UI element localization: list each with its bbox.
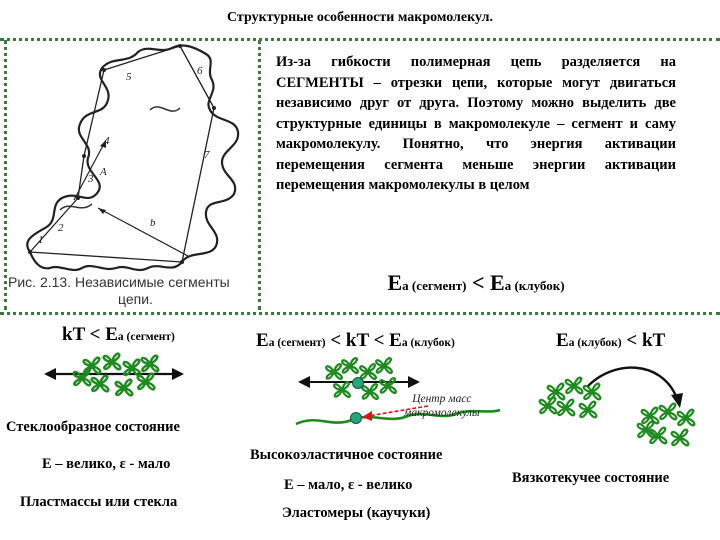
coil-loop — [379, 377, 397, 394]
coil-loop — [578, 400, 598, 419]
glassy-properties: Е – велико, ε - мало — [42, 456, 171, 472]
figure-caption: Рис. 2.13. Независимые сегменты цепи. — [8, 274, 238, 308]
elastic-state-name: Высокоэластичное состояние — [250, 447, 443, 463]
figure-divider — [258, 40, 261, 310]
page-title: Структурные особенности макромолекул. — [227, 10, 493, 25]
coil-loop — [114, 378, 134, 397]
coil-loop — [640, 406, 660, 425]
label-5: 5 — [126, 71, 132, 83]
center-of-mass-annotation: Центр масс макромолекулы — [404, 393, 480, 419]
center-of-mass-bottom — [350, 412, 362, 424]
label-b: b — [150, 217, 156, 229]
coil-loop — [564, 376, 584, 395]
glassy-state-name: Стеклообразное состояние — [6, 419, 180, 435]
coil-loop — [556, 398, 576, 417]
label-4: 4 — [104, 135, 110, 147]
label-2: 2 — [58, 222, 64, 234]
middle-divider — [0, 312, 720, 315]
label-7: 7 — [204, 149, 210, 161]
coil-loop — [636, 420, 656, 439]
coil-loop — [658, 402, 678, 421]
caption-line-1: Рис. 2.13. Независимые сегменты — [8, 274, 230, 290]
left-border — [4, 40, 7, 310]
chain-outline — [26, 44, 240, 272]
coil-viscous-1 — [538, 376, 602, 419]
coil-loop — [325, 363, 343, 380]
top-divider — [0, 38, 720, 41]
coil-loop — [676, 408, 696, 427]
coil-loop — [122, 358, 142, 377]
coil-loop — [648, 426, 668, 445]
elastic-condition: Еа (сегмент) < kT < Еа (клубок) — [256, 330, 455, 351]
coil-loop — [140, 354, 160, 373]
glassy-materials: Пластмассы или стекла — [20, 494, 178, 510]
elastic-properties: Е – мало, ε - велико — [284, 477, 413, 493]
coil-viscous-2 — [636, 402, 696, 447]
explanation-paragraph: Из-за гибкости полимерная цепь разделяет… — [276, 54, 676, 193]
coil-loop — [361, 383, 379, 400]
elastic-materials: Эластомеры (каучуки) — [282, 505, 431, 521]
coil-loop — [102, 352, 122, 371]
activation-energy-formula: Еа (сегмент) < Еа (клубок) — [387, 270, 565, 295]
caption-line-2: цепи. — [118, 291, 153, 307]
coil-loop — [82, 356, 102, 375]
coil-elastic — [325, 357, 397, 400]
coil-loop — [341, 357, 359, 374]
label-1: 1 — [38, 234, 44, 246]
stretched-chain — [295, 408, 501, 426]
coil-loop — [359, 363, 377, 380]
glassy-condition: kT < Еа (сегмент) — [62, 324, 175, 345]
coil-loop — [72, 368, 92, 387]
motion-arc — [587, 366, 678, 397]
coil-loop — [136, 372, 156, 391]
center-of-mass-top — [352, 377, 364, 389]
coil-loop — [670, 428, 690, 447]
coil-loop — [90, 374, 110, 393]
coil-loop — [582, 382, 602, 401]
viscous-state-name: Вязкотекучее состояние — [512, 470, 670, 486]
coil-loop — [333, 381, 351, 398]
label-6: 6 — [197, 65, 203, 77]
coil-loop — [546, 382, 566, 401]
coil-glassy — [72, 352, 160, 397]
label-3: 3 — [87, 173, 94, 185]
label-A: A — [99, 166, 107, 178]
viscous-condition: Еа (клубок) < kT — [556, 330, 666, 351]
coil-loop — [538, 396, 558, 415]
coil-loop — [375, 357, 393, 374]
